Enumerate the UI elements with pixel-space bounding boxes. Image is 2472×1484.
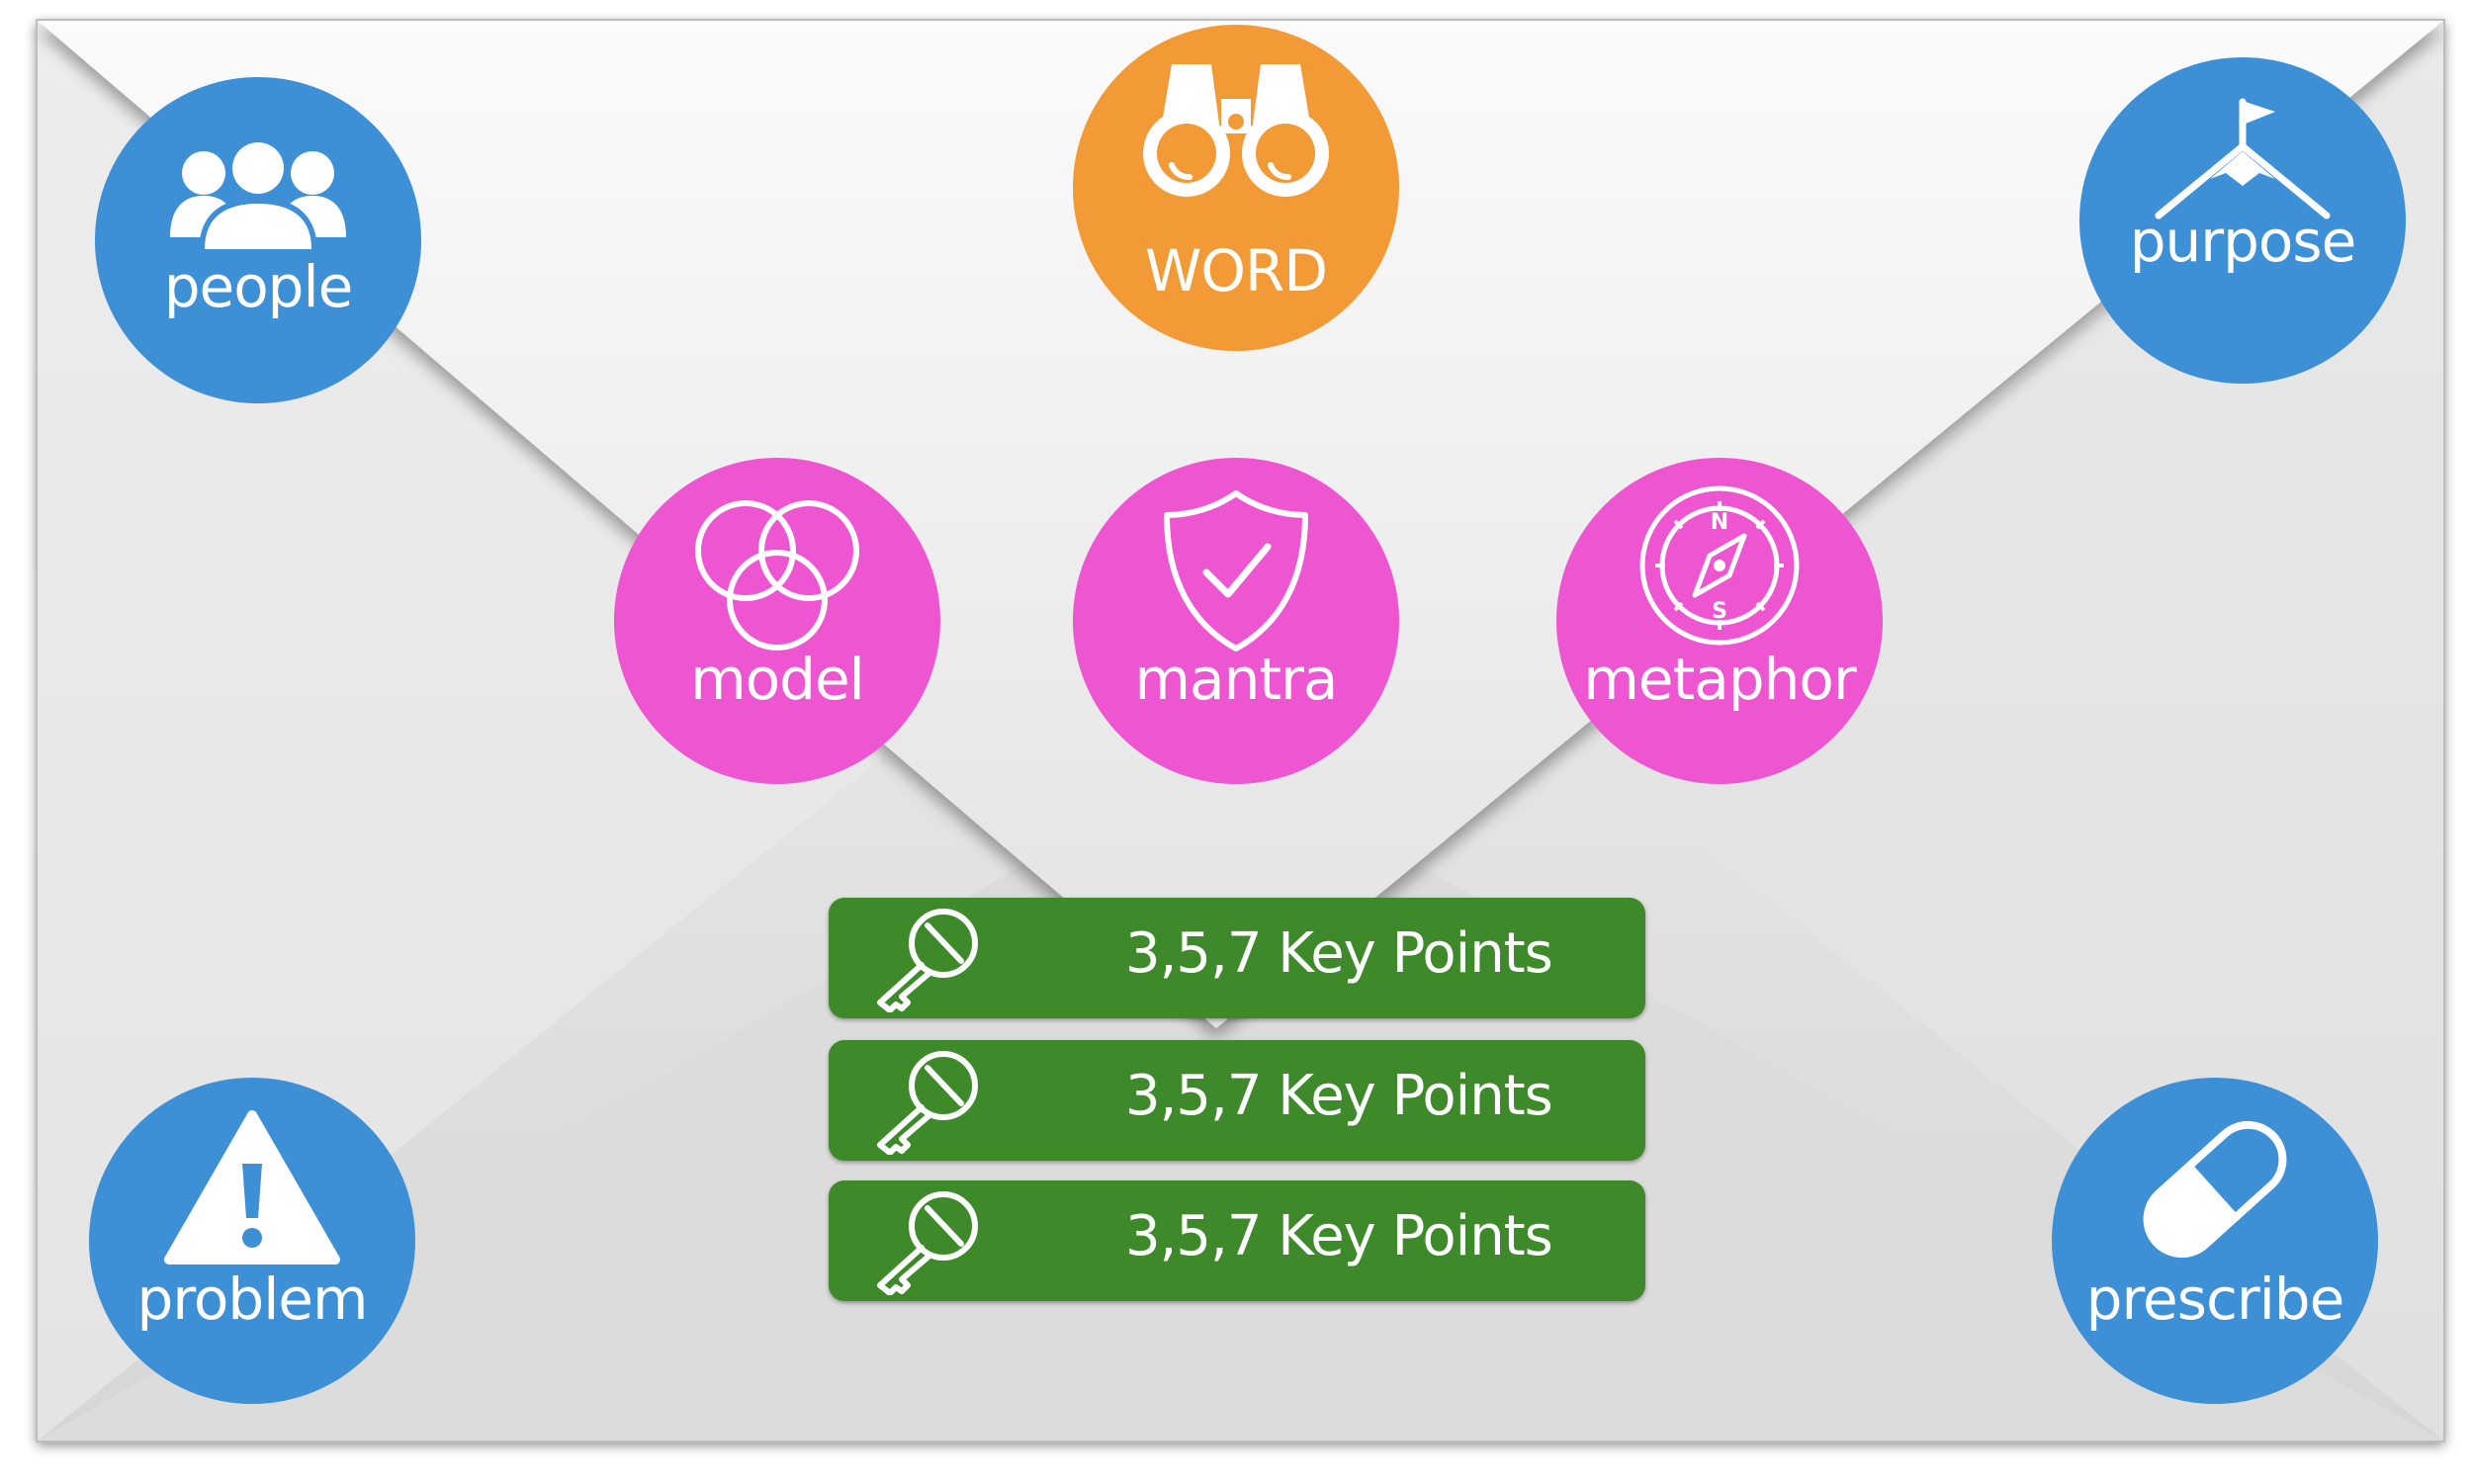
- node-model: model: [614, 458, 940, 784]
- mountain-flag-icon: [2155, 98, 2331, 219]
- key-point-bar-1: 3,5,7 Key Points: [829, 898, 1645, 1018]
- key-icon: [877, 1191, 978, 1295]
- key-point-label: 3,5,7 Key Points: [1125, 1064, 1553, 1128]
- compass-icon: N S: [1639, 485, 1800, 646]
- pill-icon: [2143, 1120, 2287, 1259]
- node-mantra: mantra: [1073, 458, 1399, 784]
- key-point-bar-3: 3,5,7 Key Points: [829, 1180, 1645, 1301]
- node-problem: problem: [89, 1078, 415, 1404]
- key-point-label: 3,5,7 Key Points: [1125, 1204, 1553, 1268]
- key-point-bar-2: 3,5,7 Key Points: [829, 1040, 1645, 1161]
- warning-icon: [164, 1110, 340, 1265]
- node-label: model: [690, 646, 865, 713]
- node-metaphor: N S metaphor: [1556, 458, 1883, 784]
- node-prescribe: prescribe: [2052, 1078, 2378, 1404]
- node-label: purpose: [2129, 208, 2357, 275]
- key-point-label: 3,5,7 Key Points: [1125, 921, 1553, 986]
- svg-text:N: N: [1711, 510, 1728, 535]
- node-label: WORD: [1145, 237, 1328, 305]
- venn-circles-icon: [695, 500, 859, 651]
- node-label: prescribe: [2085, 1266, 2345, 1333]
- binoculars-icon: [1143, 64, 1329, 197]
- node-people: people: [95, 77, 421, 403]
- node-label: people: [163, 253, 354, 320]
- svg-text:S: S: [1712, 599, 1727, 624]
- node-purpose: purpose: [2079, 57, 2406, 384]
- key-icon: [877, 1051, 978, 1155]
- people-icon: [170, 137, 346, 252]
- node-word: WORD: [1073, 25, 1399, 351]
- key-icon: [877, 909, 978, 1012]
- shield-check-icon: [1164, 490, 1308, 652]
- node-label: problem: [136, 1266, 369, 1333]
- node-label: metaphor: [1583, 646, 1856, 713]
- node-label: mantra: [1134, 646, 1339, 713]
